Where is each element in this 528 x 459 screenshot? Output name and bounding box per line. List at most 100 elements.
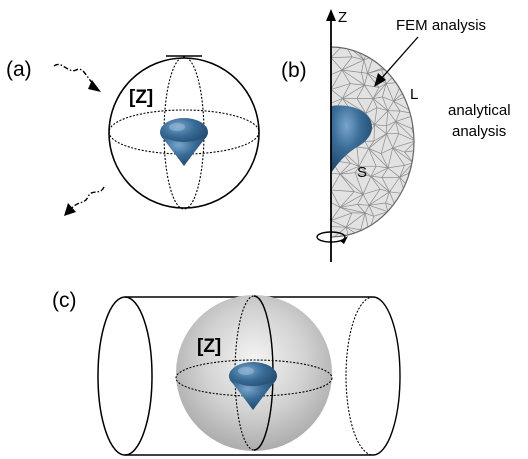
mesh-edge: [418, 47, 420, 57]
mesh-edge: [386, 133, 394, 149]
cylinder: [97, 296, 401, 456]
mesh-edge: [368, 148, 377, 167]
mesh-edge: [407, 56, 414, 70]
mesh-edge: [368, 133, 387, 149]
mesh-edge: [356, 98, 367, 114]
mesh-edge: [419, 229, 428, 238]
mesh-edge: [373, 124, 375, 142]
panel-b-label: (b): [281, 59, 307, 82]
region-z-label: [Z]: [129, 87, 153, 108]
mesh-edge: [339, 165, 360, 175]
mesh-edge: [386, 121, 396, 127]
mesh-edge: [358, 166, 372, 177]
mesh-edge: [387, 167, 400, 178]
mesh-edge: [395, 121, 412, 129]
mesh-edge: [398, 71, 403, 83]
mesh-edge: [415, 229, 419, 240]
mesh-edge: [411, 202, 414, 216]
mesh-edge: [342, 83, 351, 99]
mesh-edge: [413, 162, 414, 168]
mesh-edge: [368, 140, 375, 149]
mesh-edge: [341, 56, 353, 71]
mesh-edge: [345, 212, 366, 228]
mesh-edge: [361, 72, 368, 74]
mesh-edge: [361, 59, 365, 73]
mesh-edge: [341, 69, 351, 84]
mesh-edge: [346, 226, 361, 231]
mesh-edge: [392, 147, 405, 153]
mesh-edge: [386, 121, 396, 135]
mesh-edge: [395, 232, 407, 237]
mesh-edge: [407, 69, 412, 86]
mesh-edge: [380, 133, 387, 154]
mesh-edge: [395, 206, 407, 217]
mesh-edge: [387, 110, 396, 122]
mesh-edge: [357, 204, 366, 214]
panel-a: (a) [Z]: [6, 55, 260, 216]
mesh-edge: [415, 238, 428, 240]
mesh-edge: [374, 107, 378, 125]
mesh-edge: [331, 172, 341, 175]
mesh-edge: [331, 189, 341, 208]
mesh-edge: [417, 102, 424, 114]
mesh-edge: [364, 84, 374, 99]
mesh-edge: [354, 172, 364, 195]
mesh-edge: [357, 194, 364, 205]
mesh-edge: [374, 110, 389, 125]
mesh-edge: [380, 147, 393, 154]
cylinder-right-cap-hidden: [345, 296, 374, 456]
mesh-edge: [331, 207, 341, 221]
mesh-edge: [350, 238, 362, 242]
mesh-edge: [378, 83, 387, 88]
mesh-edge: [405, 193, 414, 195]
mesh-edge: [373, 96, 383, 99]
analytical-label-line1: analytical: [448, 102, 511, 119]
mesh-edge: [395, 206, 412, 216]
mesh-edge: [418, 47, 428, 61]
mesh-edge: [424, 87, 430, 102]
mesh-edge: [373, 243, 390, 245]
mesh-edge: [372, 87, 380, 99]
mesh-edge: [381, 69, 387, 84]
mesh-edge: [376, 107, 388, 112]
wave-arrow-icon: [53, 63, 101, 92]
mesh-edge: [339, 193, 364, 208]
mesh-edge: [356, 146, 360, 167]
mesh-edge: [362, 188, 381, 195]
fem-analysis-label: FEM analysis: [396, 17, 486, 34]
mesh-edge: [362, 238, 373, 245]
mesh-edge: [382, 83, 387, 97]
particle-drop: [229, 362, 277, 410]
mesh-edge: [385, 83, 394, 102]
mesh-edge: [393, 96, 406, 102]
mesh-edge: [365, 98, 374, 114]
mesh-edge: [418, 135, 431, 150]
mesh-edge: [395, 198, 412, 207]
mesh-edge: [364, 141, 370, 149]
mesh-edge: [364, 84, 379, 88]
mesh-edge: [361, 72, 365, 86]
mesh-edge: [398, 59, 400, 72]
mesh-edge: [419, 217, 426, 229]
mesh-edge: [408, 173, 414, 179]
mesh-edge: [417, 114, 426, 116]
mesh-edge: [387, 211, 396, 233]
mesh-edge: [356, 146, 369, 149]
mesh-edge: [362, 194, 370, 206]
mesh-edge: [379, 227, 390, 237]
mesh-edge: [411, 70, 414, 86]
mesh-edge: [411, 48, 414, 58]
mesh-edge: [411, 214, 414, 218]
mesh-edge: [331, 57, 343, 71]
mesh-edge: [420, 121, 432, 135]
mesh-edge: [352, 56, 365, 61]
mesh-edge: [340, 204, 358, 208]
mesh-edge: [341, 59, 365, 71]
mesh-edge: [370, 167, 389, 177]
mesh-edge: [372, 98, 389, 111]
mesh-edge: [341, 69, 362, 73]
mesh-edge: [398, 68, 408, 73]
mesh-edge: [386, 47, 394, 65]
mesh-edge: [331, 189, 355, 192]
mesh-edge: [331, 56, 353, 58]
